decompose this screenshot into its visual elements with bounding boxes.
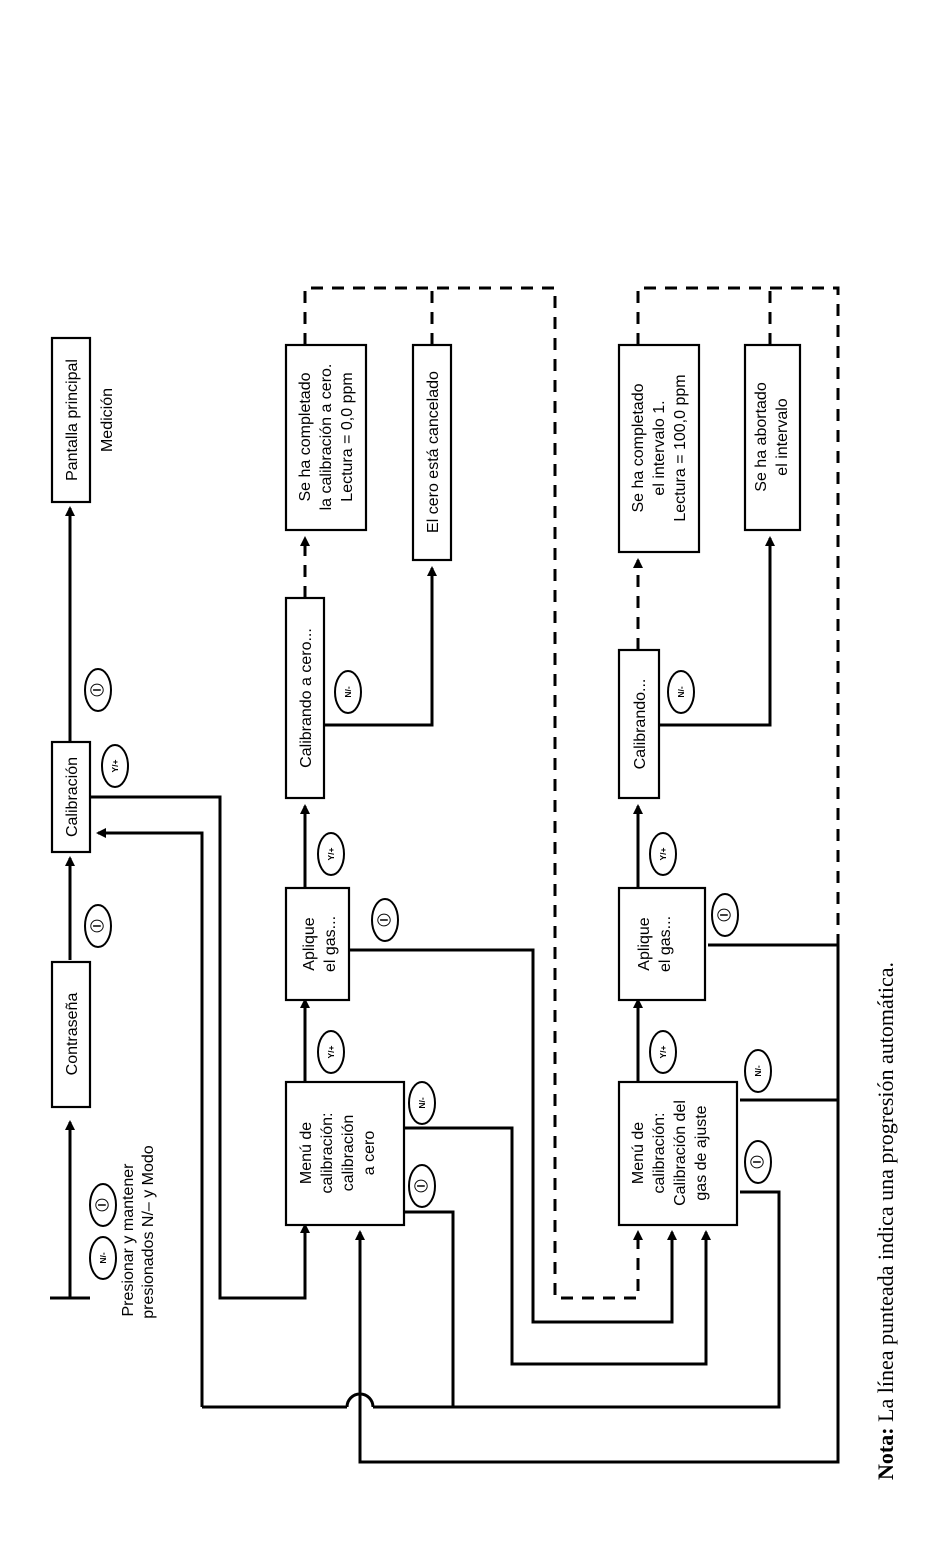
box-pantalla-principal: Pantalla principal	[50, 336, 92, 504]
svg-text:Y/+: Y/+	[110, 759, 120, 772]
mode-button-icon: Ⓘ	[84, 668, 112, 712]
presionar-line-2: presionados N/– y Modo	[140, 1145, 157, 1319]
arrow-calibrando-to-abortado	[660, 536, 775, 727]
arrow-calibrando-to-cancelado	[325, 566, 437, 727]
footnote-bold: Nota:	[873, 1427, 898, 1480]
svg-text:Ⓘ: Ⓘ	[750, 1155, 765, 1168]
box-calibracion: Calibración	[50, 740, 92, 854]
arrow-return-to-calibracion	[96, 828, 204, 1400]
n-minus-button-icon: N/-	[334, 670, 362, 714]
instruction-presionar: Presionar y mantener presionados N/– y M…	[120, 1145, 157, 1319]
aplique-1-line-1: Aplique	[301, 917, 318, 970]
mode-button-icon: Ⓘ	[371, 898, 399, 942]
y-plus-button-icon: Y/+	[317, 1030, 345, 1074]
svg-text:N/-: N/-	[98, 1252, 108, 1264]
mode-button-icon: Ⓘ	[711, 893, 739, 937]
aplique-2-line-2: el gas...	[657, 916, 674, 972]
completado-intervalo-line-3: Lectura = 100,0 ppm	[672, 374, 689, 521]
box-aplique-2: Aplique el gas...	[617, 886, 707, 1002]
medicion-label: Medición	[99, 388, 116, 452]
mode-button-icon: Ⓘ	[84, 904, 112, 948]
completado-intervalo-line-2: el intervalo 1.	[651, 400, 668, 495]
menu-ajuste-line-4: gas de ajuste	[693, 1105, 710, 1200]
arrow-aplique-mode-to-menu-ajuste	[350, 948, 677, 1324]
arrow-menu-cero-n-to-menu-ajuste	[405, 1126, 711, 1366]
line-aplique2-mode	[708, 943, 840, 1100]
calibrando-label: Calibrando...	[632, 679, 649, 770]
svg-text:Ⓘ: Ⓘ	[414, 1179, 429, 1192]
abortado-line-2: el intervalo	[774, 398, 791, 475]
presionar-line-1: Presionar y mantener	[120, 1163, 137, 1317]
abortado-line-1: Se ha abortado	[753, 382, 770, 492]
svg-text:Ⓘ: Ⓘ	[377, 913, 392, 926]
box-contrasena: Contraseña	[50, 960, 92, 1109]
box-menu-ajuste: Menú de calibración: Calibración del gas…	[617, 1080, 739, 1227]
pantalla-principal-label: Pantalla principal	[64, 359, 81, 481]
dashed-completado-intervalo-loop	[636, 286, 840, 945]
menu-cero-line-2: calibración:	[319, 1113, 336, 1194]
menu-ajuste-line-3: Calibración del	[672, 1100, 689, 1206]
aplique-1-line-2: el gas...	[322, 916, 339, 972]
n-minus-button-icon: N/-	[408, 1081, 436, 1125]
mode-button-icon: Ⓘ	[744, 1140, 772, 1184]
svg-text:N/-: N/-	[676, 686, 686, 698]
box-calibrando: Calibrando...	[617, 648, 661, 800]
footnote-text: La línea punteada indica una progresión …	[873, 962, 898, 1427]
svg-text:Y/+: Y/+	[326, 847, 336, 860]
y-plus-button-icon: Y/+	[101, 744, 129, 788]
mode-button-icon: Ⓘ	[89, 1183, 117, 1227]
n-minus-button-icon: N/-	[744, 1049, 772, 1093]
calibrando-cero-label: Calibrando a cero...	[298, 628, 315, 768]
box-abortado: Se ha abortado el intervalo	[743, 343, 802, 532]
box-aplique-1: Aplique el gas...	[284, 886, 351, 1002]
mode-button-icon: Ⓘ	[408, 1164, 436, 1208]
loop-bottom-right	[373, 1190, 781, 1409]
completado-intervalo-line-1: Se ha completado	[630, 383, 647, 512]
menu-ajuste-line-1: Menú de	[630, 1122, 647, 1184]
dashed-completado-to-menu-ajuste	[303, 286, 643, 1300]
line-menu-cero-mode-down	[405, 1210, 455, 1407]
svg-text:Ⓘ: Ⓘ	[90, 683, 105, 696]
menu-ajuste-line-2: calibración:	[651, 1113, 668, 1194]
calibracion-label: Calibración	[64, 757, 81, 837]
menu-cero-line-3: calibración	[340, 1115, 357, 1191]
svg-text:Y/+: Y/+	[658, 847, 668, 860]
arrow-loop-to-menu-cero	[355, 1100, 840, 1464]
connectors	[50, 286, 840, 1464]
svg-text:Ⓘ: Ⓘ	[717, 908, 732, 921]
box-cero-cancelado: El cero está cancelado	[411, 343, 453, 562]
aplique-2-line-1: Aplique	[636, 917, 653, 970]
box-menu-cero: Menú de calibración: calibración a cero	[284, 1080, 406, 1227]
svg-text:Ⓘ: Ⓘ	[90, 919, 105, 932]
completado-cero-line-2: la calibración a cero.	[318, 364, 335, 511]
contrasena-label: Contraseña	[64, 993, 81, 1076]
svg-text:Y/+: Y/+	[326, 1045, 336, 1058]
completado-cero-line-1: Se ha completado	[297, 372, 314, 501]
arrow-calibracion-to-menu-cero	[90, 795, 310, 1300]
svg-text:N/-: N/-	[343, 686, 353, 698]
svg-text:Ⓘ: Ⓘ	[95, 1198, 110, 1211]
box-completado-cero: Se ha completado la calibración a cero. …	[284, 343, 368, 532]
y-plus-button-icon: Y/+	[317, 832, 345, 876]
svg-text:N/-: N/-	[417, 1097, 427, 1109]
box-calibrando-cero: Calibrando a cero...	[284, 596, 326, 800]
svg-text:N/-: N/-	[753, 1065, 763, 1077]
svg-text:Y/+: Y/+	[658, 1045, 668, 1058]
footnote: Nota: La línea punteada indica una progr…	[873, 962, 898, 1480]
menu-cero-line-4: a cero	[361, 1131, 378, 1176]
completado-cero-line-3: Lectura = 0,0 ppm	[339, 372, 356, 501]
y-plus-button-icon: Y/+	[649, 1030, 677, 1074]
y-plus-button-icon: Y/+	[649, 832, 677, 876]
cero-cancelado-label: El cero está cancelado	[425, 371, 442, 533]
menu-cero-line-1: Menú de	[298, 1122, 315, 1184]
n-minus-button-icon: N/-	[667, 670, 695, 714]
n-minus-button-icon: N/-	[89, 1236, 117, 1280]
box-completado-intervalo: Se ha completado el intervalo 1. Lectura…	[617, 343, 701, 554]
